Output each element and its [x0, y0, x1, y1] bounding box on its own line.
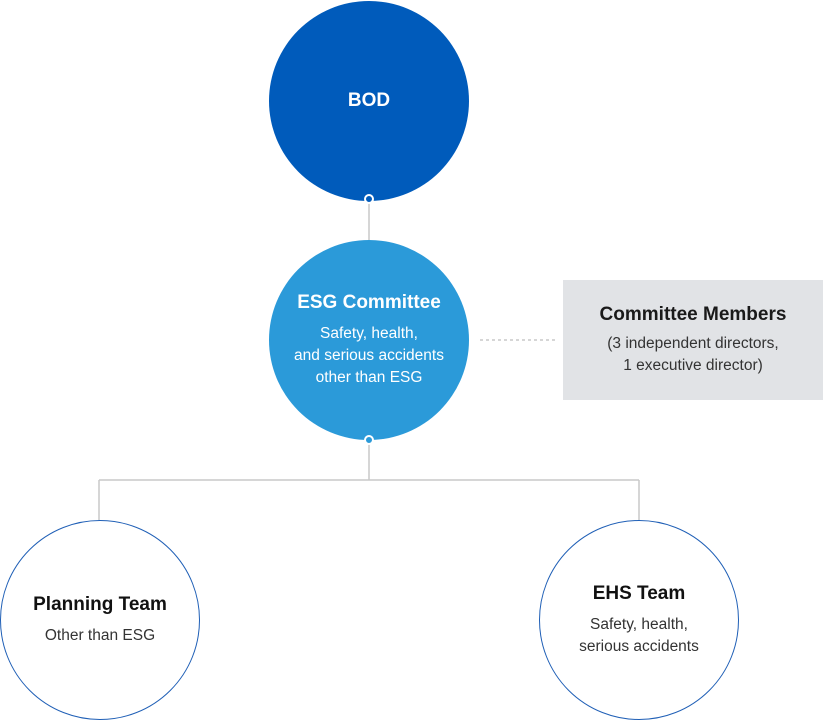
ehs-team-description: Safety, health, serious accidents: [549, 614, 729, 658]
ehs-team-desc-line: Safety, health,: [590, 615, 688, 633]
esg-committee-description: Safety, health, and serious accidents ot…: [274, 323, 464, 389]
committee-members-desc-line: 1 executive director): [623, 356, 763, 374]
committee-members-desc-line: (3 independent directors,: [607, 334, 779, 352]
committee-members-title: Committee Members: [599, 303, 787, 325]
esg-committee-desc-line: Safety, health,: [320, 324, 418, 342]
bod-connector-dot: [364, 194, 374, 204]
committee-members-box: Committee Members (3 independent directo…: [563, 280, 823, 400]
planning-team-node: Planning Team Other than ESG: [0, 520, 200, 720]
planning-team-desc-line: Other than ESG: [44, 626, 156, 644]
esg-connector-dot: [364, 435, 374, 445]
ehs-team-node: EHS Team Safety, health, serious acciden…: [539, 520, 739, 720]
committee-members-description: (3 independent directors, 1 executive di…: [607, 333, 778, 377]
esg-committee-title: ESG Committee: [297, 291, 441, 313]
bod-title: BOD: [347, 90, 391, 111]
esg-committee-node: ESG Committee Safety, health, and seriou…: [269, 240, 469, 440]
esg-committee-desc-line: and serious accidents: [294, 346, 444, 364]
ehs-team-desc-line: serious accidents: [579, 637, 699, 655]
ehs-team-title: EHS Team: [592, 582, 686, 604]
bod-node: BOD: [269, 1, 469, 201]
planning-team-title: Planning Team: [33, 593, 167, 615]
planning-team-description: Other than ESG: [10, 625, 190, 647]
esg-committee-desc-line: other than ESG: [315, 368, 423, 386]
